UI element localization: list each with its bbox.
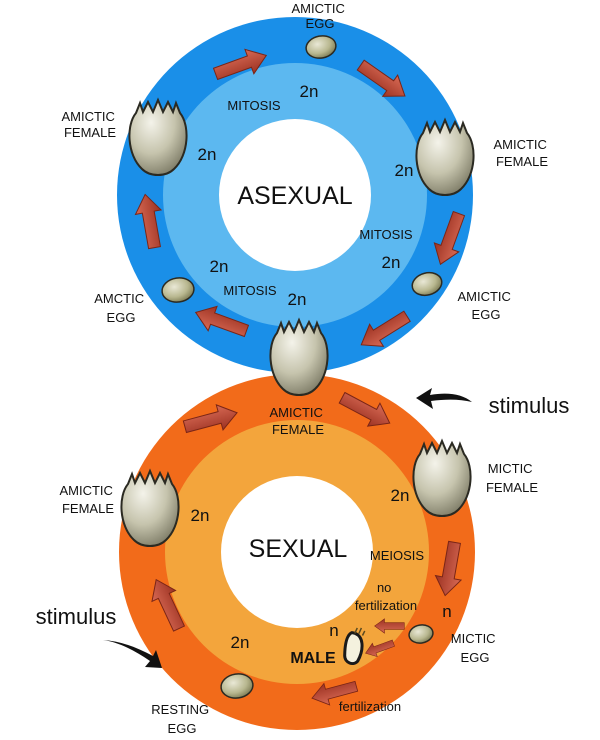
amictic-female-sexual-label: AMICTIC FEMALE (59, 483, 116, 516)
resting-egg (220, 673, 254, 699)
ploidy-2n: 2n (198, 145, 217, 164)
ploidy-2n: 2n (210, 257, 229, 276)
ploidy-n: n (329, 621, 338, 640)
fertilization-label: fertilization (339, 699, 401, 714)
amictic-female-bottom-organism (269, 319, 329, 396)
no-fertilization-label: no fertilization (355, 580, 417, 613)
ploidy-2n: 2n (191, 506, 210, 525)
stimulus-label-left: stimulus (36, 604, 117, 629)
asexual-title: ASEXUAL (237, 182, 352, 210)
amictic-female-right-organism (415, 119, 475, 196)
amictic-female-right-label: AMICTIC FEMALE (493, 137, 550, 169)
sexual-title: SEXUAL (249, 535, 348, 563)
ploidy-2n: 2n (395, 161, 414, 180)
mitosis-label-bottom: MITOSIS (223, 283, 277, 298)
resting-egg-label: RESTING EGG (151, 702, 212, 736)
mictic-egg-label: MICTIC EGG (451, 631, 499, 665)
sexual-center (221, 476, 373, 628)
amictic-egg-top (305, 35, 337, 59)
stimulus-arrow-left (103, 640, 162, 668)
stimulus-arrow-right (416, 388, 472, 409)
amictic-egg-left-label: AMCTIC EGG (94, 291, 147, 325)
ploidy-n: n (442, 602, 451, 621)
ploidy-2n: 2n (288, 290, 307, 309)
amictic-egg-right-label: AMICTIC EGG (457, 289, 514, 322)
ploidy-2n: 2n (231, 633, 250, 652)
labels: ASEXUAL AMICTIC EGG AMICTIC FEMALE AMICT… (36, 1, 570, 736)
male-organism (343, 627, 366, 666)
amictic-female-left-organism (128, 99, 188, 176)
amictic-egg-top-label: AMICTIC EGG (291, 1, 348, 31)
stimulus-label-right: stimulus (489, 393, 570, 418)
asexual-center (219, 119, 371, 271)
amictic-female-bottom-label: AMICTIC FEMALE (269, 405, 326, 437)
mictic-female-organism (412, 440, 472, 517)
amictic-egg-left (161, 277, 195, 303)
male-label: MALE (290, 650, 336, 667)
stimulus-arrows (103, 388, 472, 668)
sexual-cycle (119, 374, 475, 730)
mictic-egg (408, 624, 434, 644)
eggs (161, 35, 443, 699)
asexual-cycle (117, 17, 473, 373)
ploidy-2n: 2n (391, 486, 410, 505)
meiosis-label: MEIOSIS (370, 548, 425, 563)
mictic-female-label: MICTIC FEMALE (486, 461, 538, 495)
ploidy-2n: 2n (382, 253, 401, 272)
amictic-egg-right (411, 271, 443, 297)
mitosis-label-right: MITOSIS (359, 227, 413, 242)
mitosis-label-top: MITOSIS (227, 98, 281, 113)
amictic-female-sexual-organism (120, 470, 180, 547)
amictic-female-left-label: AMICTIC FEMALE (61, 109, 118, 140)
ploidy-2n: 2n (300, 82, 319, 101)
